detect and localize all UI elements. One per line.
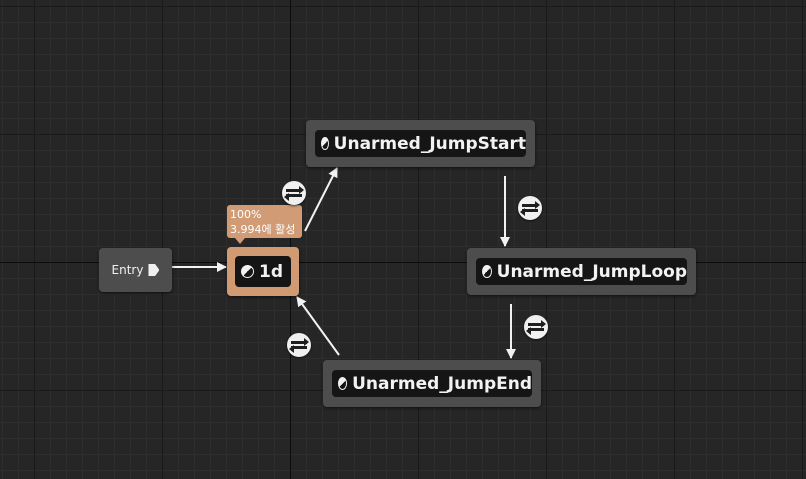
entry-arrow-icon (148, 264, 160, 276)
transition-rule-icon[interactable] (518, 196, 542, 220)
state-node-jumploop-body: Unarmed_JumpLoop (476, 258, 687, 285)
transition-rule-icon[interactable] (282, 181, 306, 205)
state-node-1d[interactable]: 1d (227, 247, 299, 296)
state-pie-icon (482, 265, 492, 278)
entry-label: Entry (111, 263, 144, 277)
state-node-jumploop[interactable]: Unarmed_JumpLoop (467, 248, 696, 295)
state-node-jumpstart[interactable]: Unarmed_JumpStart (306, 120, 535, 167)
transition-rule-icon[interactable] (524, 315, 548, 339)
transition-rule-icon[interactable] (287, 333, 311, 357)
graph-axis-vertical (290, 0, 291, 479)
link-jumpend-to-1d[interactable] (296, 296, 340, 356)
state-pie-icon (321, 137, 329, 150)
state-label: 1d (259, 261, 283, 282)
graph-axis-horizontal (0, 262, 806, 263)
tooltip-weight: 100% (230, 208, 262, 221)
state-label: Unarmed_JumpEnd (352, 373, 532, 394)
active-state-tooltip: 100% 3.994에 활성 (227, 205, 302, 244)
link-1d-to-jumpstart[interactable] (304, 167, 338, 232)
state-label: Unarmed_JumpStart (333, 133, 526, 154)
state-node-jumpend[interactable]: Unarmed_JumpEnd (323, 360, 541, 407)
state-label: Unarmed_JumpLoop (496, 261, 687, 282)
state-node-1d-body: 1d (235, 256, 291, 287)
state-node-jumpend-body: Unarmed_JumpEnd (332, 370, 532, 397)
tooltip-active-time: 3.994에 활성 (230, 223, 296, 236)
state-pie-icon (338, 377, 348, 390)
state-pie-icon (241, 265, 254, 278)
state-node-jumpstart-body: Unarmed_JumpStart (315, 130, 526, 157)
entry-node[interactable]: Entry (99, 248, 172, 292)
